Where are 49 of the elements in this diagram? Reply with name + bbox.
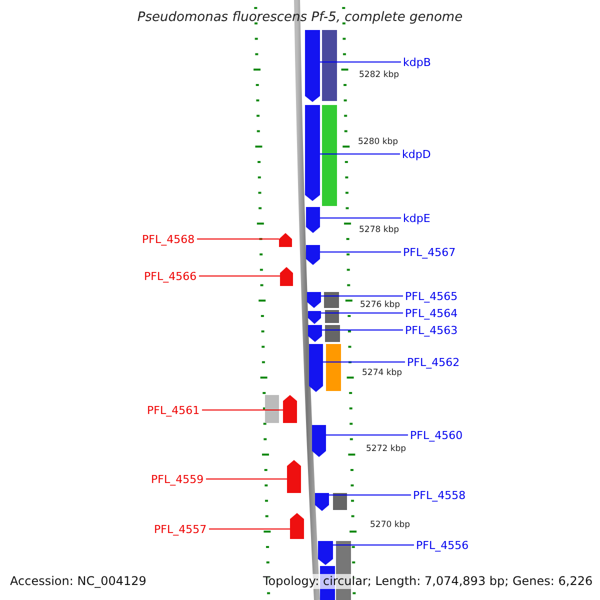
gene-block (307, 292, 321, 308)
gene-label: PFL_4560 (410, 428, 463, 442)
gene-label: kdpB (403, 56, 431, 68)
scale-label: 5274 kbp (362, 368, 402, 378)
gene-block (283, 395, 297, 423)
gene-block (309, 344, 323, 392)
footer-text: Topology: circular; Length: 7,074,893 bp; Genes: 6,226 (263, 574, 593, 589)
gene-block (279, 233, 292, 247)
gene-label: PFL_4564 (405, 306, 458, 320)
gene-block (305, 105, 320, 201)
gene-block (305, 30, 320, 102)
gene-label: PFL_4567 (403, 246, 456, 258)
gene-label: PFL_4563 (405, 324, 458, 336)
gene-block (287, 460, 301, 493)
title: Pseudomonas fluorescens Pf-5, complete genome (136, 10, 464, 26)
scale-label: 5278 kbp (359, 225, 400, 235)
footer-text: Accession: NC_004129 (10, 574, 146, 589)
gene-block (318, 541, 333, 565)
gene-block (280, 267, 293, 286)
scale-label: 5272 kbp (366, 444, 406, 454)
gene-label: PFL_4557 (154, 522, 207, 536)
scale-label: 5276 kbp (360, 300, 400, 310)
gene-block (290, 513, 304, 539)
gene-label: kdpD (402, 148, 431, 160)
gene-block (306, 207, 320, 233)
gene-block (306, 245, 320, 265)
gene-block (312, 425, 326, 457)
gene-label: PFL_4568 (142, 232, 195, 246)
gene-block (315, 493, 329, 511)
gene-label: kdpE (403, 212, 430, 224)
gene-label: PFL_4559 (151, 472, 204, 486)
gene-block (308, 325, 322, 342)
leader-line (328, 494, 412, 496)
gene-block (308, 311, 321, 324)
scale-label: 5280 kbp (358, 137, 398, 147)
leader-line (326, 434, 408, 436)
gene-label: PFL_4565 (405, 290, 458, 302)
leader-line (196, 238, 280, 240)
scale-label: 5282 kbp (359, 70, 400, 80)
leader-line (320, 312, 404, 314)
gene-label: PFL_4556 (416, 538, 469, 552)
gene-label: PFL_4566 (144, 270, 197, 282)
leader-line (208, 528, 290, 530)
gene-label: PFL_4561 (147, 404, 200, 416)
gene-label: PFL_4558 (413, 488, 466, 502)
scale-label: 5270 kbp (370, 520, 410, 530)
leader-line (206, 478, 288, 480)
leader-line (332, 544, 414, 546)
gene-label: PFL_4562 (407, 356, 460, 368)
